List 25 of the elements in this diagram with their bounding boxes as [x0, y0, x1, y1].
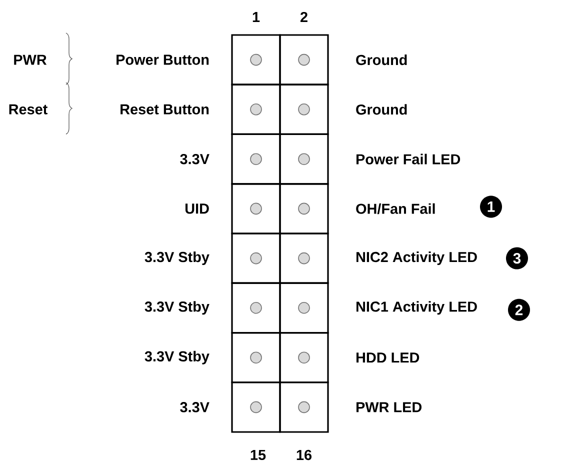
- column-number: 15: [250, 450, 266, 460]
- pin-label: Power Button: [116, 54, 209, 65]
- pin-label: UID: [185, 204, 209, 214]
- pin-label: NIC1 Activity LED: [356, 301, 477, 315]
- pin-label: 3.3V: [180, 154, 210, 164]
- pin-label: 3.3V: [180, 402, 210, 412]
- column-number: 16: [296, 450, 312, 460]
- callout-number: 1: [480, 196, 502, 218]
- pin-label: Reset Button: [120, 104, 209, 114]
- pin-label: OH/Fan Fail: [356, 203, 435, 214]
- callout-number: 3: [506, 247, 528, 270]
- pin-label: NIC2 Activity LED: [356, 252, 477, 266]
- pin-label: 3.3V Stby: [144, 350, 210, 364]
- pin-label: Ground: [356, 104, 407, 115]
- callout-number: 2: [508, 298, 530, 321]
- column-number: 2: [300, 12, 308, 22]
- pin-label: Power Fail LED: [356, 154, 460, 164]
- pin-label: PWR LED: [356, 402, 422, 412]
- pin-label: Ground: [356, 54, 407, 66]
- pin-label: HDD LED: [356, 352, 420, 363]
- column-number: 1: [252, 12, 260, 22]
- signal-group-label: Reset: [9, 104, 48, 114]
- signal-group-label: PWR: [14, 54, 47, 65]
- pin-label: 3.3V Stby: [144, 252, 210, 266]
- pin-label: 3.3V Stby: [144, 301, 210, 315]
